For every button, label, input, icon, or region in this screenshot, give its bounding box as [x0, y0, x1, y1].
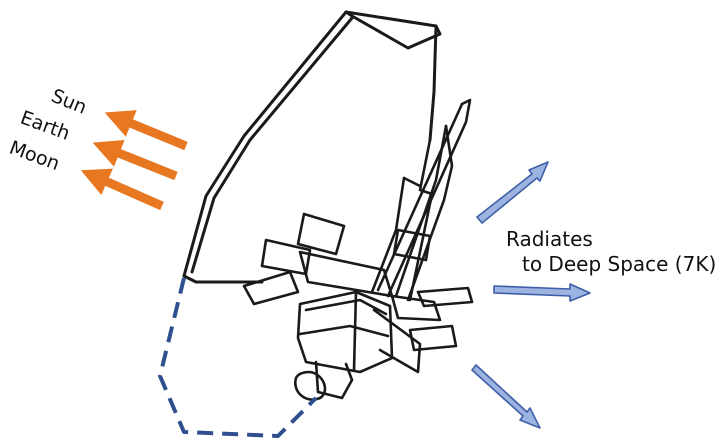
dashed-outline	[160, 278, 316, 436]
incoming-arrow-moon	[94, 176, 162, 206]
radiation-label-line2: to Deep Space (7K)	[522, 254, 716, 274]
outgoing-arrow-right	[494, 284, 590, 301]
outgoing-arrow-up	[477, 162, 548, 223]
radiation-label-line1: Radiates	[506, 229, 593, 249]
outgoing-arrow-down	[472, 365, 540, 428]
outgoing-arrows	[472, 162, 590, 428]
incoming-arrows	[94, 118, 186, 206]
incoming-arrow-sun	[118, 118, 186, 146]
telescope-sketch	[244, 100, 472, 400]
sunshield	[184, 12, 440, 282]
incoming-arrow-earth	[106, 148, 176, 176]
